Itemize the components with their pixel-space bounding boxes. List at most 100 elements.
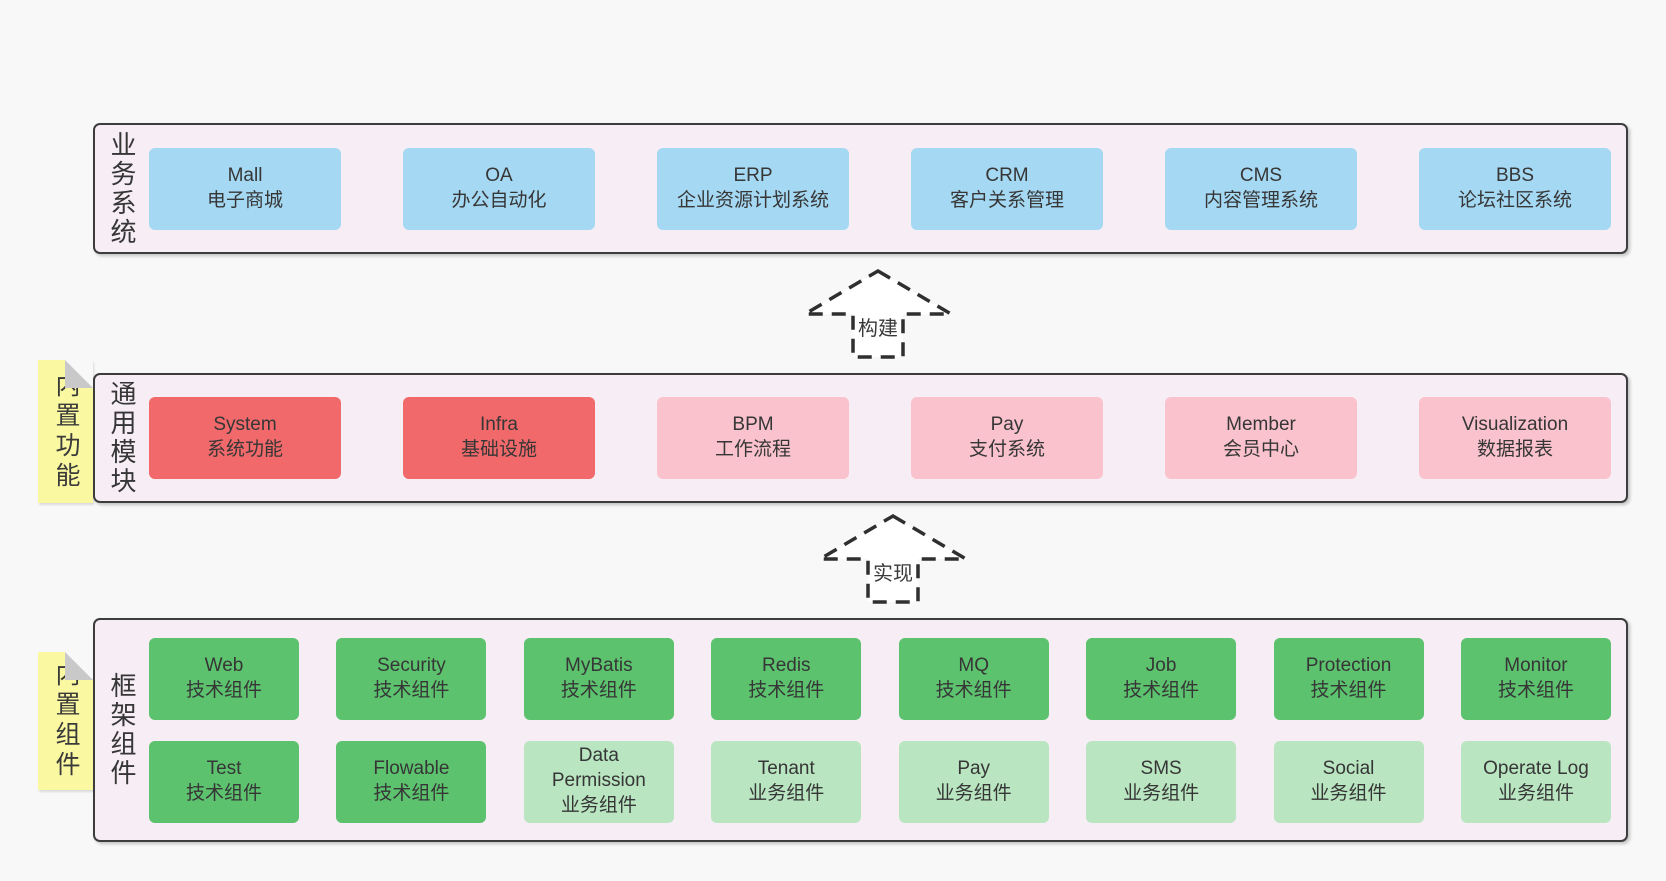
box-member: Member 会员中心 [1165,397,1357,479]
box-title: Mall [227,164,263,186]
box-subtitle: 业务组件 [935,782,1012,804]
box-subtitle: 论坛社区系统 [1457,189,1572,211]
layer-label-common-modules: 通用模块 [107,380,137,496]
box-title: Test [206,757,242,779]
box-mall: Mall 电子商城 [149,147,341,230]
box-subtitle: 技术组件 [935,679,1012,701]
arrow-implement: 实现 [818,513,968,605]
box-title: Infra [479,414,519,436]
box-title: Tenant [757,757,815,779]
box-social: Social 业务组件 [1273,740,1424,823]
box-sms: SMS 业务组件 [1086,740,1237,823]
box-title: SMS [1140,757,1182,779]
sticky-note-builtin-components: 内置组件 [38,652,93,790]
box-subtitle: 业务组件 [1123,782,1200,804]
box-test: Test 技术组件 [149,740,299,823]
box-title: BBS [1495,164,1535,186]
box-title: Web [204,654,244,676]
box-subtitle: 数据报表 [1476,439,1553,460]
box-security: Security 技术组件 [336,637,487,720]
box-infra: Infra 基础设施 [403,397,595,479]
box-cms: CMS 内容管理系统 [1165,147,1357,230]
layer-label-framework-components: 框架组件 [107,672,137,788]
box-subtitle: 系统功能 [206,439,283,460]
box-title: Flowable [373,757,450,779]
layer-common-modules: 通用模块 System 系统功能 Infra 基础设施 BPM 工作流程 Pay 支付系统 Me… [93,373,1628,503]
sticky-note-text: 内置组件 [52,661,80,781]
box-title: MQ [958,654,989,676]
arrow-build: 构建 [803,268,953,360]
box-title: Data Permission [551,745,646,792]
box-subtitle: 技术组件 [373,782,450,804]
box-protection: Protection 技术组件 [1273,637,1424,720]
box-web: Web 技术组件 [149,637,299,720]
box-subtitle: 技术组件 [373,679,450,701]
box-subtitle: 会员中心 [1222,439,1299,460]
box-title: CMS [1239,164,1283,186]
box-subtitle: 内容管理系统 [1203,189,1318,211]
box-title: CRM [985,164,1029,186]
box-subtitle: 技术组件 [185,782,262,804]
box-subtitle: 基础设施 [460,439,537,460]
box-subtitle: 技术组件 [560,679,637,701]
box-title: Visualization [1461,414,1569,436]
box-subtitle: 技术组件 [1310,679,1387,701]
sticky-note-builtin-features: 内置功能 [38,360,93,503]
box-bpm: BPM 工作流程 [657,397,849,479]
box-mq: MQ 技术组件 [898,637,1049,720]
box-mybatis: MyBatis 技术组件 [523,637,674,720]
box-subtitle: 技术组件 [185,679,262,701]
box-title: Pay [990,414,1024,436]
box-title: Protection [1305,654,1392,676]
box-title: Pay [957,757,991,779]
box-subtitle: 客户关系管理 [949,189,1064,211]
box-subtitle: 技术组件 [1123,679,1200,701]
box-subtitle: 支付系统 [968,439,1045,460]
box-title: System [213,414,277,436]
box-title: ERP [733,164,773,186]
box-tenant: Tenant 业务组件 [711,740,862,823]
box-title: Security [377,654,446,676]
box-title: MyBatis [565,654,633,676]
arrow-implement-label: 实现 [870,557,916,586]
folded-corner-icon [65,652,93,680]
box-subtitle: 电子商城 [206,189,283,211]
box-bbs: BBS 论坛社区系统 [1419,147,1611,230]
box-title: Job [1145,654,1177,676]
box-system: System 系统功能 [149,397,341,479]
box-subtitle: 企业资源计划系统 [676,189,829,211]
box-subtitle: 业务组件 [560,794,637,816]
box-subtitle: 业务组件 [1497,782,1574,804]
box-title: Member [1226,414,1296,436]
box-flowable: Flowable 技术组件 [336,740,487,823]
box-pay: Pay 业务组件 [898,740,1049,823]
box-title: Operate Log [1483,757,1589,779]
box-erp: ERP 企业资源计划系统 [657,147,849,230]
arrow-build-label: 构建 [855,312,901,341]
common-modules-boxes: System 系统功能 Infra 基础设施 BPM 工作流程 Pay 支付系统 Member 会… [141,397,1626,479]
box-subtitle: 工作流程 [714,439,791,460]
box-title: Social [1322,757,1375,779]
box-title: Monitor [1504,654,1568,676]
box-subtitle: 业务组件 [1310,782,1387,804]
folded-corner-icon [65,360,93,388]
box-title: BPM [732,414,774,436]
box-operate-log: Operate Log 业务组件 [1460,740,1611,823]
sticky-note-text: 内置功能 [52,371,80,492]
box-subtitle: 业务组件 [748,782,825,804]
box-job: Job 技术组件 [1086,637,1237,720]
box-crm: CRM 客户关系管理 [911,147,1103,230]
box-subtitle: 办公自动化 [451,189,547,211]
box-title: Redis [761,654,811,676]
box-pay: Pay 支付系统 [911,397,1103,479]
